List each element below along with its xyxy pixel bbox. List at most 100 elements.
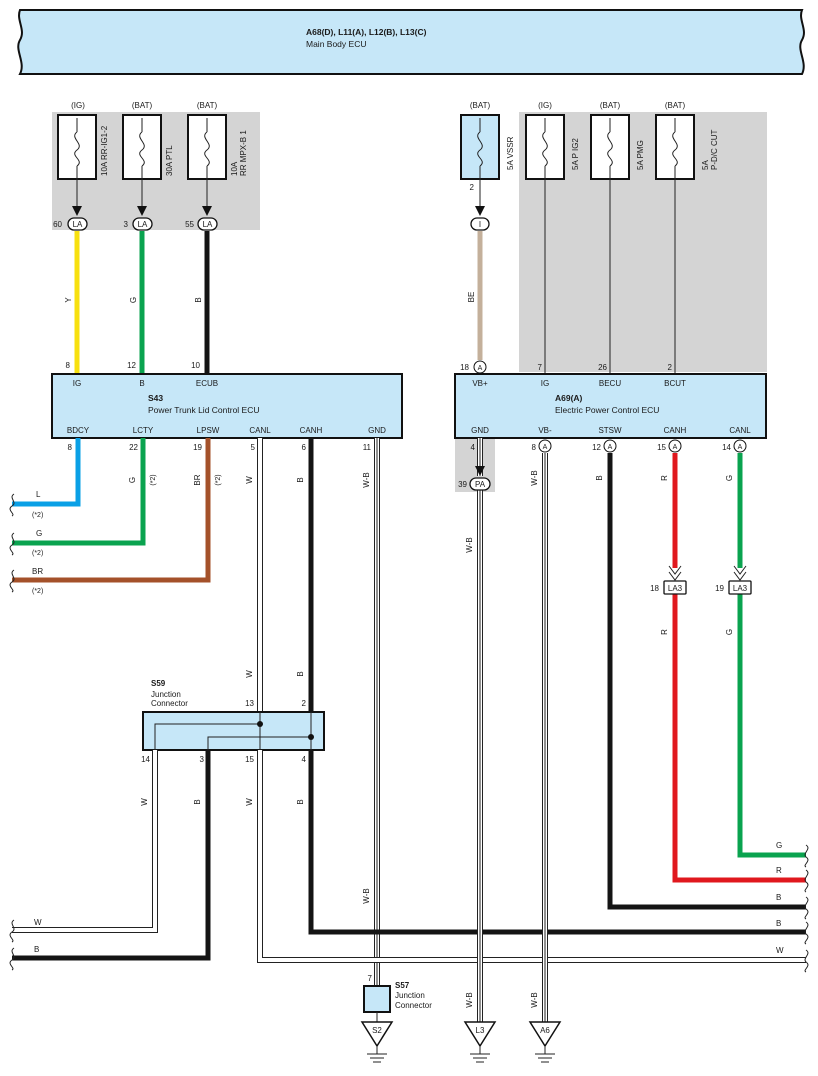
svg-text:R: R	[776, 866, 782, 875]
svg-text:G: G	[128, 477, 137, 483]
svg-text:(*2): (*2)	[150, 474, 157, 485]
svg-text:(*2): (*2)	[32, 588, 43, 595]
junction-connector-s57: 7 S57 Junction Connector	[363, 974, 432, 1022]
svg-text:GND: GND	[368, 426, 386, 435]
epc-ecu-name: Electric Power Control ECU	[555, 405, 659, 415]
svg-text:10A: 10A	[230, 161, 239, 176]
svg-text:5A: 5A	[701, 160, 710, 170]
svg-text:W: W	[776, 946, 784, 955]
svg-text:A: A	[478, 365, 483, 372]
svg-text:19: 19	[715, 584, 724, 593]
junction-connector-s59: S59 Junction Connector 13 2 14 3 15 4	[141, 679, 325, 764]
wire-brown-lpsw	[12, 438, 211, 583]
svg-text:LA: LA	[138, 220, 148, 229]
ground-s2: S2	[360, 1021, 394, 1063]
svg-text:I: I	[479, 220, 481, 229]
svg-text:W: W	[245, 670, 254, 678]
fuse-p-dc-cut: (BAT) 5A P-D/C CUT	[655, 101, 719, 180]
svg-text:B: B	[776, 919, 781, 928]
svg-text:RR MPX-B 1: RR MPX-B 1	[239, 130, 248, 176]
svg-text:13: 13	[245, 699, 254, 708]
svg-text:A6: A6	[540, 1026, 550, 1035]
svg-text:(BAT): (BAT)	[470, 101, 491, 110]
svg-text:P-D/C CUT: P-D/C CUT	[710, 129, 719, 170]
svg-text:A: A	[673, 444, 678, 451]
svg-text:CANH: CANH	[664, 426, 687, 435]
svg-text:Connector: Connector	[395, 1001, 432, 1010]
fuse-label: 30A PTL	[165, 145, 174, 176]
svg-text:Connector: Connector	[151, 699, 188, 708]
svg-text:W: W	[34, 918, 42, 927]
wire-black-s59-4	[308, 750, 806, 935]
svg-text:12: 12	[592, 443, 601, 452]
svg-text:VB+: VB+	[472, 379, 488, 388]
svg-text:LA: LA	[203, 220, 213, 229]
svg-text:B: B	[194, 297, 203, 302]
svg-text:5: 5	[251, 443, 256, 452]
svg-text:LA3: LA3	[668, 584, 683, 593]
svg-text:A: A	[543, 444, 548, 451]
svg-text:G: G	[36, 529, 42, 538]
svg-text:(*2): (*2)	[32, 512, 43, 519]
svg-text:60: 60	[53, 220, 62, 229]
svg-text:A: A	[738, 444, 743, 451]
ground-a6: A6	[528, 1021, 562, 1063]
svg-text:(BAT): (BAT)	[665, 101, 686, 110]
svg-text:11: 11	[363, 443, 372, 452]
svg-text:(IG): (IG)	[538, 101, 552, 110]
fuse-label: 10A RR-IG1-2	[100, 125, 109, 176]
svg-text:B: B	[193, 799, 202, 804]
svg-text:LA3: LA3	[733, 584, 748, 593]
svg-text:4: 4	[471, 443, 476, 452]
svg-text:(IG): (IG)	[71, 101, 85, 110]
svg-text:15: 15	[245, 755, 254, 764]
svg-text:W-B: W-B	[465, 992, 474, 1007]
svg-text:B: B	[776, 893, 781, 902]
svg-text:G: G	[725, 475, 734, 481]
svg-text:CANL: CANL	[729, 426, 751, 435]
svg-text:22: 22	[129, 443, 138, 452]
wire-green-lcty	[12, 438, 146, 546]
wire-white-s59-15	[257, 750, 806, 963]
ptl-ecu-code: S43	[148, 393, 163, 403]
svg-text:14: 14	[722, 443, 731, 452]
wire-red-canh-lower	[672, 594, 806, 883]
svg-text:BECU: BECU	[599, 379, 621, 388]
svg-text:BCUT: BCUT	[664, 379, 686, 388]
svg-text:18: 18	[460, 363, 469, 372]
svg-text:10: 10	[191, 361, 200, 370]
svg-text:14: 14	[141, 755, 150, 764]
connector-la-60: 60 LA	[53, 217, 88, 231]
fuse-rr-mpx-b1: (BAT) 10A RR MPX-B 1	[187, 101, 248, 180]
svg-text:55: 55	[185, 220, 194, 229]
svg-text:G: G	[725, 629, 734, 635]
svg-text:B: B	[296, 799, 305, 804]
svg-text:S2: S2	[372, 1026, 382, 1035]
svg-text:19: 19	[193, 443, 202, 452]
wire-black-s59-3	[12, 750, 211, 961]
svg-text:G: G	[129, 297, 138, 303]
power-trunk-lid-ecu: 8 12 10 IG B ECUB S43 Power Trunk Lid Co…	[51, 361, 403, 452]
svg-text:3: 3	[124, 220, 129, 229]
svg-text:(*2): (*2)	[215, 474, 222, 485]
svg-text:5A PMG: 5A PMG	[636, 140, 645, 170]
svg-text:4: 4	[302, 755, 307, 764]
svg-text:7: 7	[368, 974, 373, 983]
svg-text:BDCY: BDCY	[67, 426, 90, 435]
svg-text:12: 12	[127, 361, 136, 370]
svg-text:W: W	[140, 798, 149, 806]
svg-text:BE: BE	[467, 292, 476, 303]
svg-text:39: 39	[458, 480, 467, 489]
svg-text:VB-: VB-	[538, 426, 552, 435]
electric-power-control-ecu: 18 A 7 26 2 VB+ IG BECU BCUT A69(A) Elec…	[454, 360, 767, 453]
svg-text:(BAT): (BAT)	[600, 101, 621, 110]
ground-l3: L3	[463, 1021, 497, 1063]
svg-text:S57: S57	[395, 981, 410, 990]
connector-i: I	[470, 217, 490, 231]
svg-text:LA: LA	[73, 220, 83, 229]
svg-text:LCTY: LCTY	[133, 426, 154, 435]
wire-black-stsw	[607, 453, 806, 910]
ptl-ecu-name: Power Trunk Lid Control ECU	[148, 405, 260, 415]
connector-la-3: 3 LA	[124, 217, 153, 231]
svg-text:2: 2	[668, 363, 673, 372]
